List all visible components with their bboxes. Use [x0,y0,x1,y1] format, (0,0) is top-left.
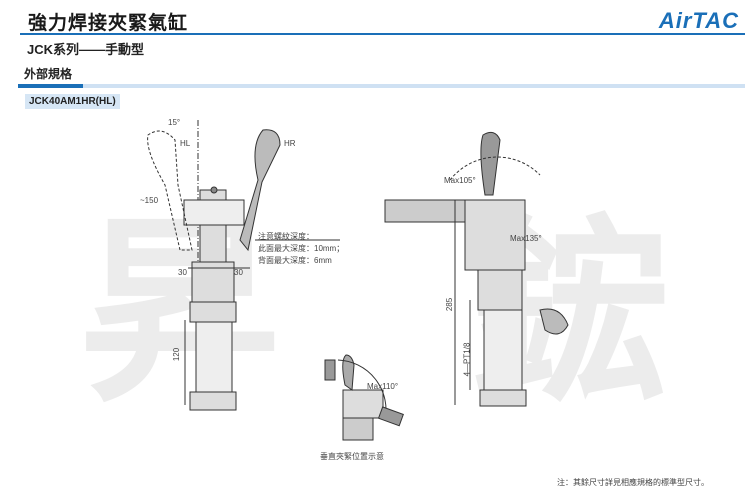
hr-label: HR [284,139,296,148]
thread-note-front: 此面最大深度：10mm； [258,244,345,253]
section-bar [18,84,745,88]
height-285-label: 285 [445,297,455,312]
length-label: ~150 [140,196,159,205]
max135-label: Max135° [510,234,542,243]
footer-note: 注：其餘尺寸詳見相應規格的標準型尺寸。 [557,478,709,487]
title-rule [20,33,745,35]
dim-left-label: 30 [178,268,187,277]
vertical-clamp-drawing [324,354,404,441]
thread-note-title: 注意螺紋深度： [258,232,314,241]
thread-note-back: 背面最大深度：6mm [258,256,332,265]
dim-right-label: 30 [234,268,243,277]
section-bar-accent [18,84,83,88]
port-label: 4—PT1/8 [462,342,472,377]
page-title: 強力焊接夾緊氣缸 [28,13,189,34]
max105-label: Max105° [444,176,476,185]
front-view-drawing [147,120,340,411]
hl-label: HL [180,139,191,148]
height-label: 120 [172,347,182,362]
side-view-drawing [384,131,569,407]
max110-label: Max110° [367,382,399,391]
series-subtitle: JCK系列——手動型 [27,42,145,57]
airtac-logo: AirTAC [658,8,739,33]
section-title: 外部規格 [24,67,73,81]
angle-label: 15° [168,118,181,127]
model-label: JCK40AM1HR(HL) [25,94,120,109]
small-view-caption: 垂直夾緊位置示意 [320,452,384,461]
